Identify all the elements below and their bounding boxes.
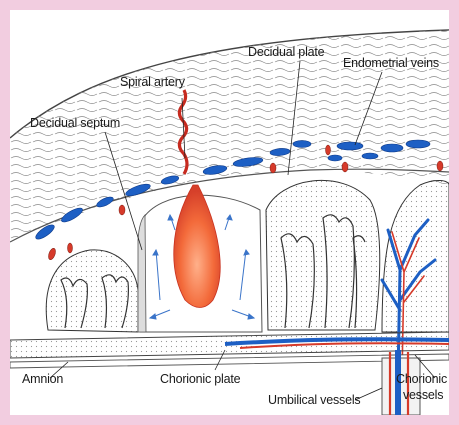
placenta-diagram (10, 10, 449, 415)
label-amnion: Amnion (22, 372, 63, 386)
diagram-canvas: Spiral artery Decidual plate Endometrial… (10, 10, 449, 415)
cotyledon-right (382, 180, 449, 332)
label-spiral-artery: Spiral artery (120, 75, 185, 89)
label-chorionic-vessels-line1: Chorionic (396, 372, 447, 386)
label-chorionic-plate: Chorionic plate (160, 372, 240, 386)
label-decidual-septum: Decidual septum (30, 116, 120, 130)
cotyledon-center (266, 180, 380, 330)
label-decidual-plate: Decidual plate (248, 45, 324, 59)
decidual-septum (138, 215, 146, 332)
label-chorionic-vessels-line2: vessels (403, 388, 443, 402)
label-umbilical-vessels: Umbilical vessels (268, 393, 360, 407)
label-endometrial-veins: Endometrial veins (343, 56, 439, 70)
